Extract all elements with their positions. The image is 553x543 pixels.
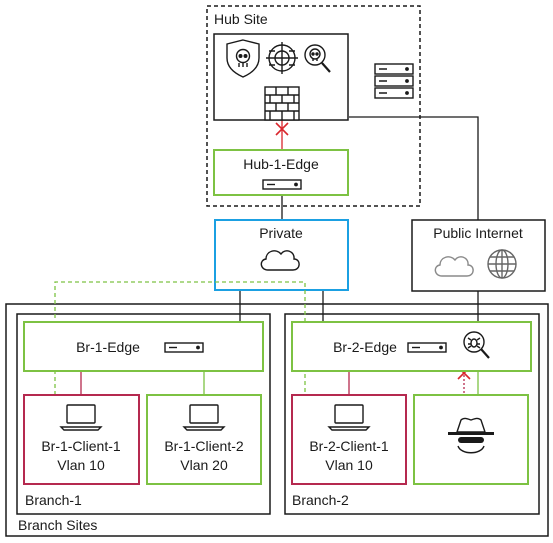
skull-search-icon xyxy=(304,44,331,73)
bug-search-icon xyxy=(463,331,490,359)
cloud-icon xyxy=(434,256,474,277)
branch2-boundary xyxy=(284,313,540,515)
br1-edge-box[interactable] xyxy=(23,321,264,372)
branch2-label: Branch-2 xyxy=(292,492,349,508)
public-internet-label: Public Internet xyxy=(433,225,523,241)
globe-icon xyxy=(487,249,517,279)
br1-client1-name: Br-1-Client-1 xyxy=(41,438,121,454)
public-internet-box[interactable] xyxy=(411,219,546,292)
edge-device-icon xyxy=(164,342,204,353)
br2-edge-label: Br-2-Edge xyxy=(333,339,397,355)
hub-site-boundary xyxy=(206,5,421,207)
skull-shield-icon xyxy=(226,39,260,78)
hub-edge-label: Hub-1-Edge xyxy=(243,156,319,172)
br1-edge-label: Br-1-Edge xyxy=(76,339,140,355)
br1-client2-vlan: Vlan 20 xyxy=(180,457,228,473)
br2-client1-vlan: Vlan 10 xyxy=(325,457,373,473)
block-x-icon xyxy=(275,122,289,136)
laptop-icon xyxy=(59,404,103,431)
br2-client1-name: Br-2-Client-1 xyxy=(309,438,389,454)
br1-client1-vlan: Vlan 10 xyxy=(57,457,105,473)
private-network-label: Private xyxy=(259,225,303,241)
branch1-boundary xyxy=(16,313,271,515)
cloud-icon xyxy=(260,250,300,271)
laptop-icon xyxy=(182,404,226,431)
br1-client2-name: Br-1-Client-2 xyxy=(164,438,244,454)
branch1-label: Branch-1 xyxy=(25,492,82,508)
edge-device-icon xyxy=(407,342,447,353)
hacker-icon xyxy=(448,417,494,454)
laptop-icon xyxy=(327,404,371,431)
hub-site-label: Hub Site xyxy=(214,11,268,27)
crosshair-icon xyxy=(266,42,298,74)
server-stack-icon xyxy=(374,63,414,99)
firewall-icon xyxy=(264,86,300,121)
branch-sites-boundary xyxy=(5,303,549,537)
branch-sites-label: Branch Sites xyxy=(18,517,97,533)
edge-device-icon xyxy=(262,179,302,190)
connection-lines xyxy=(239,116,479,322)
hub-to-internet-link xyxy=(349,116,479,220)
